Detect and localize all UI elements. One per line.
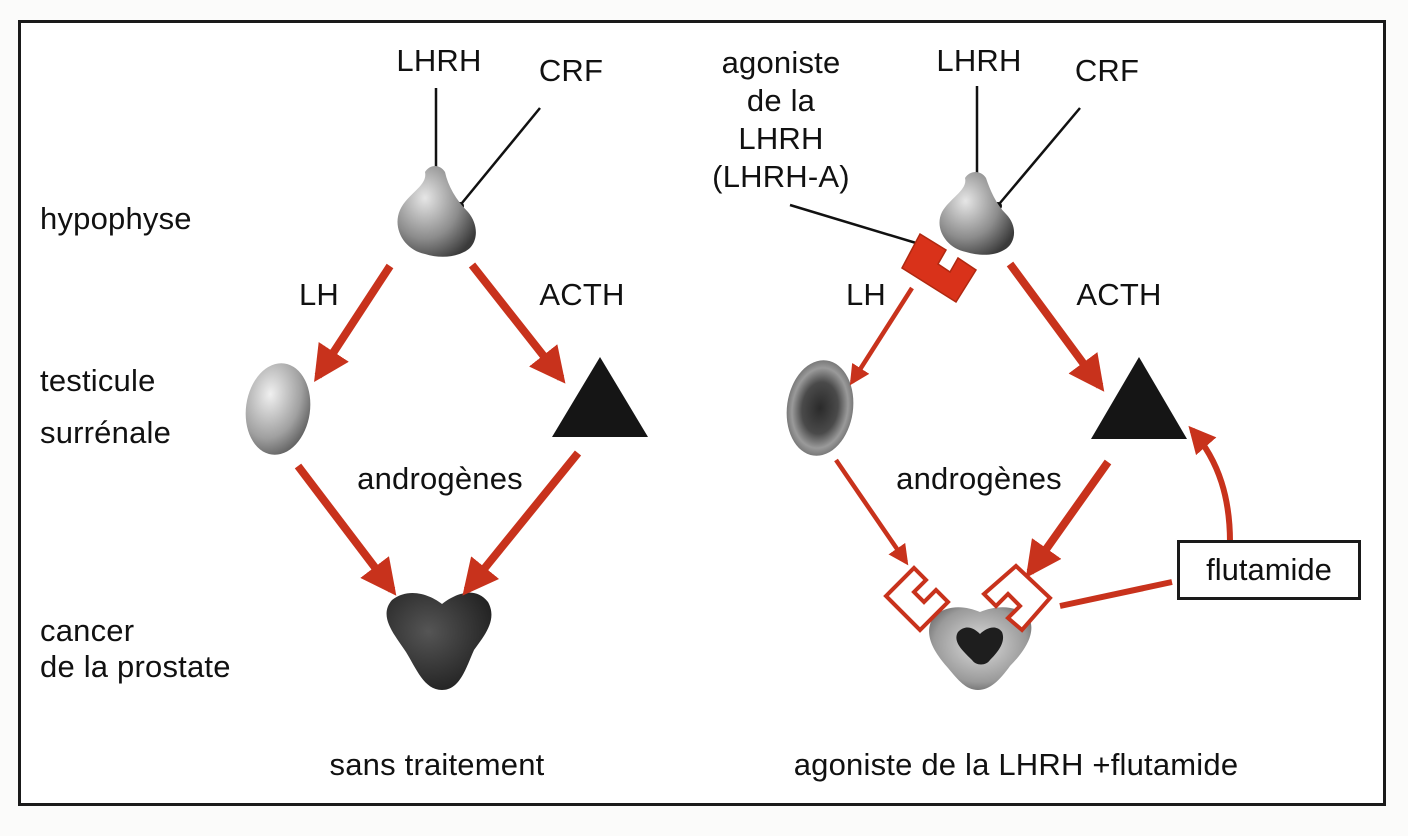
left-prostate-cancer-shape <box>386 592 492 690</box>
right-prostate-cancer-core <box>956 627 1004 665</box>
left-androgens-label: androgènes <box>357 461 523 496</box>
row-label-adrenal: surrénale <box>40 415 172 450</box>
right-caption: agoniste de la LHRH +flutamide <box>793 747 1239 782</box>
left-panel <box>245 88 648 690</box>
left-androgen-arrow-adrenal <box>462 450 582 596</box>
right-panel <box>786 86 1233 690</box>
right-androgen-arrow-adrenal <box>1025 459 1112 578</box>
right-testis-shape <box>786 360 854 456</box>
left-adrenal-triangle <box>552 357 648 437</box>
right-pituitary-shape <box>939 172 1015 255</box>
left-pituitary-shape <box>397 166 476 257</box>
agonist-label-line1: agoniste <box>721 45 841 80</box>
right-lhrh-leader <box>973 86 981 186</box>
left-acth-label: ACTH <box>539 277 625 312</box>
right-acth-label: ACTH <box>1076 277 1162 312</box>
row-label-testis: testicule <box>40 363 156 398</box>
row-label-cancer-line1: cancer <box>40 613 135 648</box>
left-caption: sans traitement <box>329 747 545 782</box>
androgen-receptor-left <box>883 565 951 633</box>
row-label-cancer-line2: de la prostate <box>40 649 231 684</box>
right-androgen-arrow-testis <box>834 458 909 566</box>
left-lhrh-label: LHRH <box>396 43 482 78</box>
left-crf-label: CRF <box>538 53 604 88</box>
flutamide-to-adrenal-arrow <box>1188 425 1233 543</box>
right-crf-leader <box>994 107 1081 210</box>
flutamide-label: flutamide <box>1206 552 1332 587</box>
right-androgens-label: androgènes <box>896 461 1062 496</box>
left-crf-leader <box>456 107 541 210</box>
left-acth-arrow <box>468 262 566 384</box>
right-acth-arrow <box>1006 261 1105 392</box>
agonist-label-line4: (LHRH-A) <box>712 159 850 194</box>
right-lhrh-label: LHRH <box>936 43 1022 78</box>
right-crf-label: CRF <box>1074 53 1140 88</box>
agonist-leader <box>789 203 932 251</box>
right-lh-label: LH <box>845 277 887 312</box>
flutamide-to-receptor-line <box>1059 579 1173 609</box>
row-label-pituitary: hypophyse <box>40 201 192 236</box>
right-lh-arrow <box>849 286 914 386</box>
lhrh-agonist-receptor-shape <box>901 232 978 304</box>
agonist-label-line3: LHRH <box>738 121 824 156</box>
left-lh-label: LH <box>298 277 340 312</box>
flutamide-label-box: flutamide <box>1177 540 1361 600</box>
androgen-receptor-right <box>981 563 1053 633</box>
left-androgen-arrow-testis <box>294 463 397 596</box>
left-lh-arrow <box>314 263 394 383</box>
left-testis-shape <box>245 363 311 455</box>
agonist-label-line2: de la <box>746 83 816 118</box>
right-adrenal-triangle <box>1091 357 1187 439</box>
